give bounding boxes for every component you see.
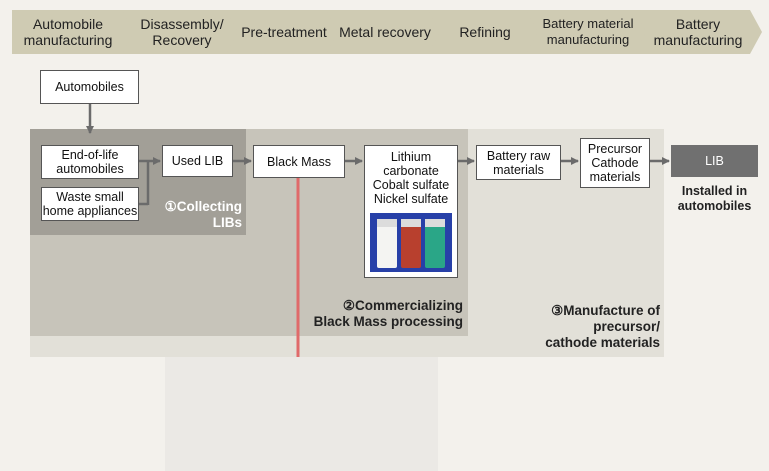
stage-battery-manufacturing: Battery manufacturing	[634, 10, 762, 54]
vial-cap	[401, 219, 421, 227]
stage-battery-material-manufacturing: Battery material manufacturing	[526, 10, 648, 54]
stage-label: Refining	[459, 24, 511, 40]
installed-in-automobiles-label: Installed in automobiles	[677, 184, 752, 213]
lib-box: LIB	[671, 145, 758, 177]
stage-refining: Refining	[428, 10, 540, 54]
region-label-manufacture-cathode: ③Manufacture of precursor/ cathode mater…	[545, 303, 660, 350]
stage-label: Battery material manufacturing	[542, 16, 634, 47]
region-label-collecting-libs: ①Collecting LIBs	[164, 199, 242, 230]
stage-disassembly-recovery: Disassembly/ Recovery	[122, 10, 240, 54]
vial-cap	[425, 219, 445, 227]
stage-label: Metal recovery	[339, 24, 431, 40]
stage-pre-treatment: Pre-treatment	[226, 10, 340, 54]
stage-label: Pre-treatment	[241, 24, 327, 40]
vial-cap	[377, 219, 397, 227]
used-lib-box: Used LIB	[162, 145, 233, 177]
battery-raw-materials-box: Battery raw materials	[476, 145, 561, 180]
stage-metal-recovery: Metal recovery	[326, 10, 442, 54]
stage-label: Battery manufacturing	[653, 16, 743, 48]
black-mass-box: Black Mass	[253, 145, 345, 178]
stage-label: Disassembly/ Recovery	[140, 16, 224, 48]
white-vial	[377, 223, 397, 268]
stage-label: Automobile manufacturing	[23, 16, 113, 48]
automobiles-box: Automobiles	[40, 70, 139, 104]
chemicals-label: Lithium carbonate Cobalt sulfate Nickel …	[372, 150, 450, 206]
stage-automobile-manufacturing: Automobile manufacturing	[12, 10, 136, 54]
precursor-cathode-materials-box: Precursor Cathode materials	[580, 138, 650, 188]
green-vial	[425, 223, 445, 268]
end-of-life-automobiles-box: End-of-life automobiles	[41, 145, 139, 179]
chemical-vials-photo	[370, 213, 452, 272]
red-vial	[401, 223, 421, 268]
region-label-black-mass-processing: ②Commercializing Black Mass processing	[313, 298, 463, 329]
waste-small-home-appliances-box: Waste small home appliances	[41, 187, 139, 221]
bottom-panel	[165, 357, 438, 471]
